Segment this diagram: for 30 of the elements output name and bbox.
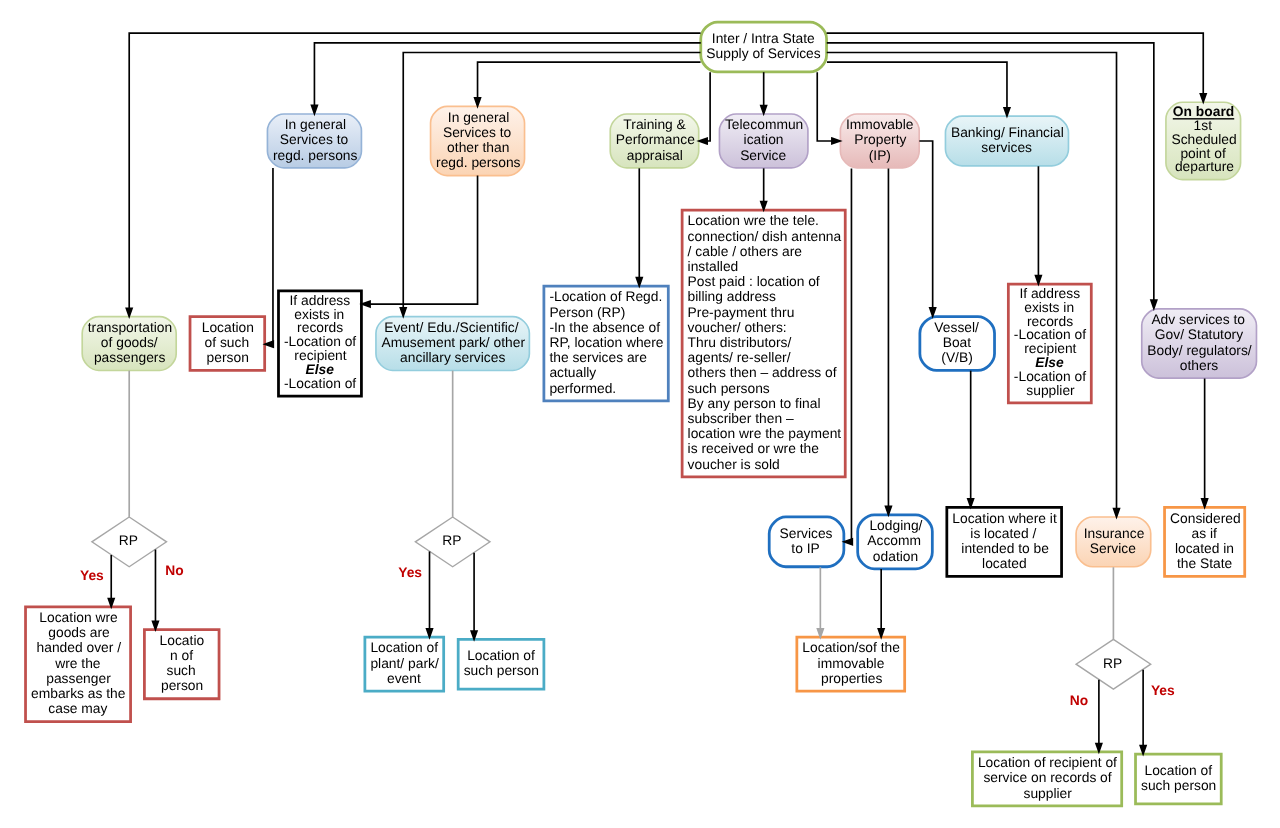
arrow xyxy=(965,369,974,510)
arrow xyxy=(1199,377,1208,510)
arrow xyxy=(883,167,892,518)
arrow xyxy=(469,551,478,642)
arrow xyxy=(917,140,936,319)
arrow xyxy=(106,554,115,610)
connector xyxy=(1111,566,1114,641)
arrow xyxy=(815,71,842,146)
arrow xyxy=(825,61,1011,119)
arrow xyxy=(815,566,824,640)
arrow xyxy=(824,32,1207,105)
arrow xyxy=(758,167,767,213)
arrow xyxy=(840,167,853,546)
arrow xyxy=(261,167,274,349)
arrow xyxy=(358,174,478,309)
arrow xyxy=(634,167,643,289)
arrow xyxy=(824,51,1120,520)
arrow xyxy=(309,42,701,117)
arrow xyxy=(824,42,1157,311)
arrow xyxy=(1033,165,1042,287)
arrow xyxy=(695,71,710,146)
connector xyxy=(450,369,453,518)
arrow xyxy=(150,548,159,633)
arrow xyxy=(876,568,885,640)
arrow xyxy=(424,550,433,640)
arrow xyxy=(1138,668,1147,757)
arrow xyxy=(1093,678,1102,755)
arrow xyxy=(472,61,701,109)
arrow xyxy=(758,71,767,117)
connector xyxy=(127,369,130,518)
